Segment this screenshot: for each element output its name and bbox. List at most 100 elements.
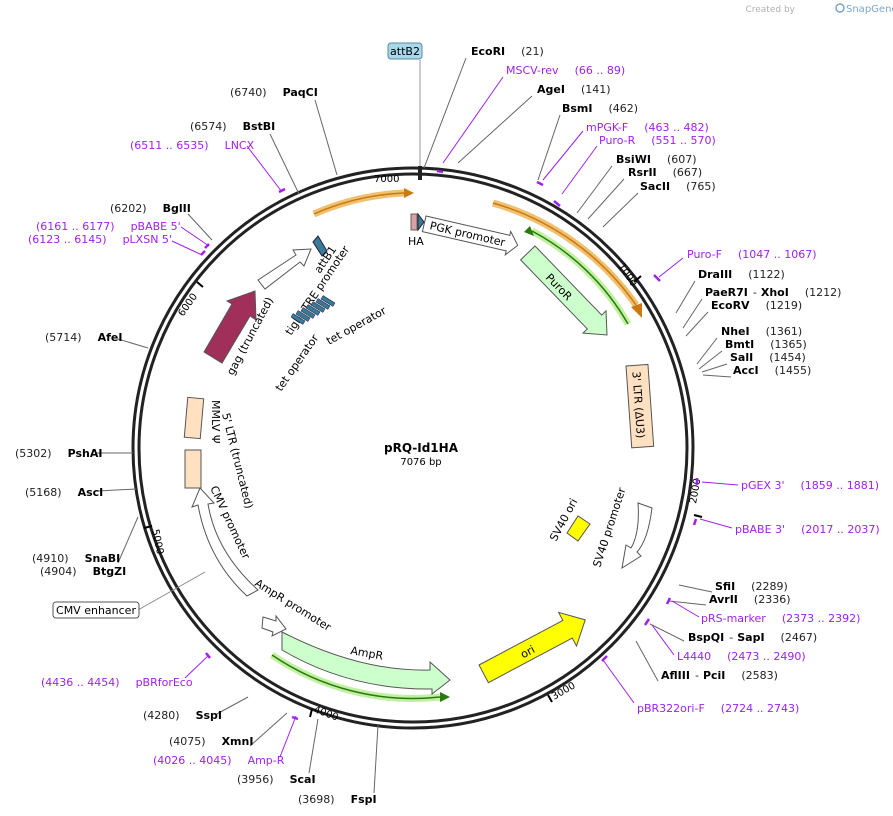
feature-PGK-promoter[interactable]: PGK promoter [421,212,521,257]
feature-MMLV-psi[interactable]: MMLV Ψ [183,396,222,444]
rs-BstBI-name: BstBI [243,120,276,133]
svg-text:DraIII(1122): DraIII(1122) [698,268,785,281]
svg-text:pGEX 3'(1859 .. 1881): pGEX 3'(1859 .. 1881) [741,479,879,492]
svg-text:Puro-R(551 .. 570): Puro-R(551 .. 570) [599,134,716,147]
svg-text:RsrII(667): RsrII(667) [628,166,702,179]
svg-text:(3956)ScaI: (3956)ScaI [237,773,316,786]
CMV-enhancer-label: CMV enhancer [56,604,136,617]
AmpR-label: AmpR [349,644,384,663]
feature-SV40-promoter[interactable]: SV40 promoter [590,485,653,570]
feature-CMV-enhancer[interactable]: CMV enhancer [52,571,206,619]
svg-text:(4280)SspI: (4280)SspI [143,709,222,722]
primer-pBR322ori-F-name: pBR322ori-F [637,702,705,715]
rs-PaeR7I-name: PaeR7I [705,286,748,299]
feature-3-LTR[interactable]: 3' LTR (ΔU3) [625,363,655,449]
primer-LNCX-name: LNCX [225,139,255,152]
svg-text:AflIII-PciI(2583): AflIII-PciI(2583) [661,669,778,682]
feature-ori[interactable]: ori [475,603,594,691]
rs-AflIII-name: AflIII [661,669,690,682]
feature-SV40-ori[interactable]: SV40 ori [547,496,591,543]
primer-mPGK-F-name: mPGK-F [586,121,628,134]
SV40-promoter-label: SV40 promoter [590,485,628,568]
svg-text:pBR322ori-F(2724 .. 2743): pBR322ori-F(2724 .. 2743) [637,702,799,715]
svg-text:MSCV-rev(66 .. 89): MSCV-rev(66 .. 89) [506,64,625,77]
svg-text:Puro-F(1047 .. 1067): Puro-F(1047 .. 1067) [687,248,817,261]
primer-pBRforEco-range: (4436 .. 4454) [41,676,120,689]
rs-EcoRI-name: EcoRI [471,45,505,58]
svg-text:(5168)AscI: (5168)AscI [25,486,103,499]
primer-pBRforEco-name: pBRforEco [136,676,193,689]
rs-DraIII-name: DraIII [698,268,732,281]
attB2-label: attB2 [390,45,420,58]
feature-AmpR-promoter[interactable]: AmpR promoter [252,577,334,637]
rs-SapI-name: SapI [737,631,764,644]
rs-PaqCI-name: PaqCI [283,86,318,99]
rs-EcoRI-pos: (21) [521,45,544,58]
rs-AscI-pos: (5168) [25,486,62,499]
rs-BsmI-pos: (462) [609,102,639,115]
rs-RsrII-name: RsrII [628,166,657,179]
tet-operator-2-label: tet operator [324,304,389,348]
feature-tet-operators[interactable]: tet operator tet operator [273,295,389,394]
rs-BglII-name: BglII [163,202,191,215]
rs-leaders [95,57,732,794]
primer-Puro-R-name: Puro-R [599,134,636,147]
rs-SacII-name: SacII [640,180,670,193]
rs-BsmI-name: BsmI [562,102,593,115]
svg-text:(4026 .. 4045)Amp-R: (4026 .. 4045) Amp-R [153,754,285,767]
rs-SalI-pos: (1454) [769,351,806,364]
rs-BsiWI-name: BsiWI [616,153,651,166]
rs-XhoI-pos: (1212) [805,286,842,299]
svg-text:BspQI-SapI(2467): BspQI-SapI(2467) [688,631,817,644]
primer-Amp-R-range: (4026 .. 4045) [153,754,232,767]
svg-text:AccI(1455): AccI(1455) [733,364,811,377]
svg-text:pRS-marker(2373 .. 2392): pRS-marker(2373 .. 2392) [701,612,860,625]
svg-text:BmtI(1365): BmtI(1365) [725,338,807,351]
feature-tight-TRE-promoter[interactable]: tight TRE promoter [257,243,352,338]
primer-pBABE5-range: (6161 .. 6177) [36,220,115,233]
feature-attB2[interactable]: attB2 [387,42,423,180]
tick-5000 [143,525,153,529]
primer-L4440-name: L4440 [677,650,711,663]
svg-text:SacII(765): SacII(765) [640,180,716,193]
primer-pGEX3-range: (1859 .. 1881) [801,479,880,492]
svg-text:EcoRV(1219): EcoRV(1219) [711,299,802,312]
rs-AccI-pos: (1455) [775,364,812,377]
svg-text:(4910)SnaBI: (4910)SnaBI [32,552,120,565]
feature-gag[interactable]: gag (truncated) [203,290,276,377]
rs-FspI-pos: (3698) [298,793,335,806]
svg-text:L4440(2473 .. 2490): L4440(2473 .. 2490) [677,650,806,663]
feature-AmpR[interactable]: AmpR [281,631,451,696]
rs-BtgZI-pos: (4904) [40,565,77,578]
primer-Amp-R-name: Amp-R [248,754,285,767]
rs-SnaBI-pos: (4910) [32,552,69,565]
backbone [131,166,695,730]
svg-text:pBABE 3'(2017 .. 2037): pBABE 3'(2017 .. 2037) [735,523,880,536]
rs-SapI-pos: (2467) [781,631,818,644]
rs-BmtI-pos: (1365) [770,338,807,351]
rs-EcoRV-name: EcoRV [711,299,750,312]
primer-pBABE3-range: (2017 .. 2037) [801,523,880,536]
svg-text:(6161 .. 6177)pBABE 5': (6161 .. 6177)pBABE 5' [36,220,181,233]
tick-1000 [633,275,642,283]
primer-Puro-F-range: (1047 .. 1067) [738,248,817,261]
svg-text:NheI(1361): NheI(1361) [721,325,802,338]
rs-BglII-pos: (6202) [110,202,147,215]
rs-PaqCI-pos: (6740) [230,86,267,99]
primer-LNCX-range: (6511 .. 6535) [130,139,209,152]
tick-3000 [547,694,553,703]
svg-text:SfiI(2289): SfiI(2289) [715,580,788,593]
credit-text: Created by [745,5,795,15]
svg-text:(6574)BstBI: (6574)BstBI [190,120,275,133]
tick-label-5000: 5000 [149,528,165,555]
tick-4000 [309,708,313,718]
LTR3-label: 3' LTR (ΔU3) [629,371,647,439]
rs-SfiI-pos: (2289) [751,580,788,593]
feature-HA[interactable]: HA [408,212,425,248]
rs-SalI-name: SalI [730,351,753,364]
rs-AvrII-pos: (2336) [754,593,791,606]
svg-text:(6123 .. 6145)pLXSN 5': (6123 .. 6145)pLXSN 5' [28,233,172,246]
primer-marks [200,169,699,721]
rs-AfeI-pos: (5714) [45,331,82,344]
rs-BtgZI-name: BtgZI [93,565,127,578]
